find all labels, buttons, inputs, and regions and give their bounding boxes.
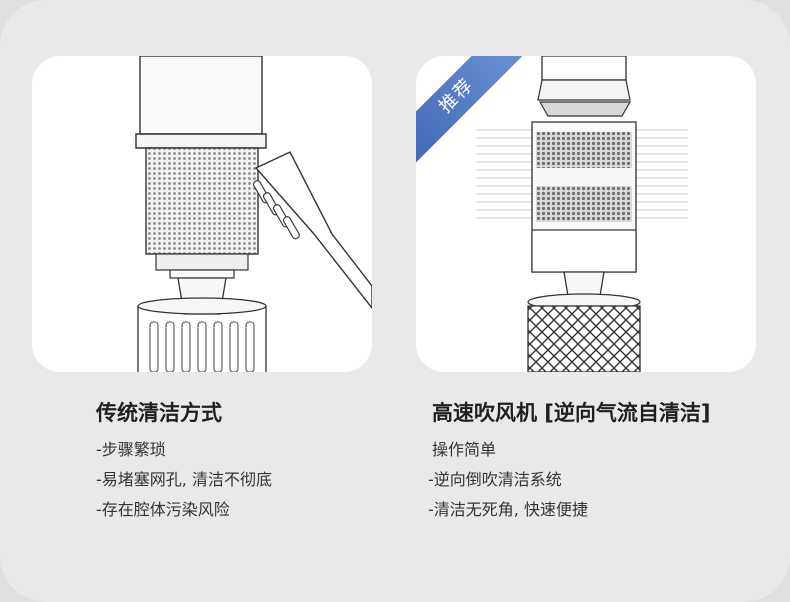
right-point-3: -清洁无死角, 快速便捷 — [428, 500, 588, 519]
traditional-cleaning-image — [32, 56, 372, 372]
right-point-2: -逆向倒吹清洁系统 — [428, 470, 562, 489]
traditional-method-title: 传统清洁方式 — [96, 401, 222, 425]
hair-dryer-airflow-illustration — [476, 56, 688, 372]
left-point-2: -易堵塞网孔, 清洁不彻底 — [96, 470, 272, 489]
reverse-airflow-cleaning-image: 推荐 — [416, 56, 756, 372]
filter-and-brush-illustration — [135, 56, 372, 372]
right-point-1: 操作简单 — [432, 440, 497, 459]
left-point-3: -存在腔体污染风险 — [96, 500, 230, 519]
left-point-1: -步骤繁琐 — [96, 440, 166, 459]
hair-dryer-title: 高速吹风机 [逆向气流自清洁] — [432, 401, 711, 425]
